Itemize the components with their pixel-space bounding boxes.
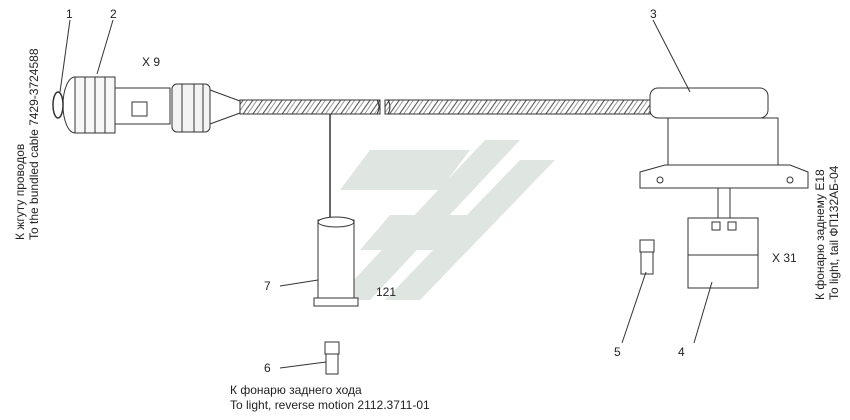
- connector-x9: [62, 76, 211, 134]
- callout-6: 6: [264, 361, 271, 375]
- bottom-caption-ru: К фонарю заднего хода: [230, 383, 362, 397]
- watermark-logo: [335, 140, 555, 300]
- callout-3: 3: [650, 7, 657, 21]
- terminal-5: [639, 239, 655, 275]
- protective-sleeve: [313, 216, 359, 307]
- callout-7: 7: [264, 279, 271, 293]
- right-caption-ru: К фонарю заднему E18: [813, 169, 827, 300]
- label-x31: X 31: [772, 251, 797, 265]
- sealing-ring: [52, 91, 64, 119]
- leader-lines: [59, 19, 713, 369]
- block-x31: [687, 217, 759, 289]
- callout-4: 4: [678, 345, 685, 359]
- left-caption-en: To the bundled cable 7429-3724588: [27, 48, 41, 240]
- label-x9: X 9: [142, 55, 160, 69]
- braided-cable: [239, 99, 651, 115]
- left-caption-ru: К жгуту проводов: [13, 144, 27, 240]
- terminal-6: [324, 341, 340, 375]
- right-caption-en: To light, tail ФП132АБ-04: [827, 165, 841, 300]
- callout-1: 1: [66, 7, 73, 21]
- callout-5: 5: [614, 345, 621, 359]
- callout-2: 2: [110, 7, 117, 21]
- cable-transition-cone: [209, 89, 241, 125]
- bottom-caption-en: To light, reverse motion 2112.3711-01: [230, 398, 430, 412]
- label-121: 121: [376, 285, 396, 299]
- tail-light-connector: [639, 87, 809, 218]
